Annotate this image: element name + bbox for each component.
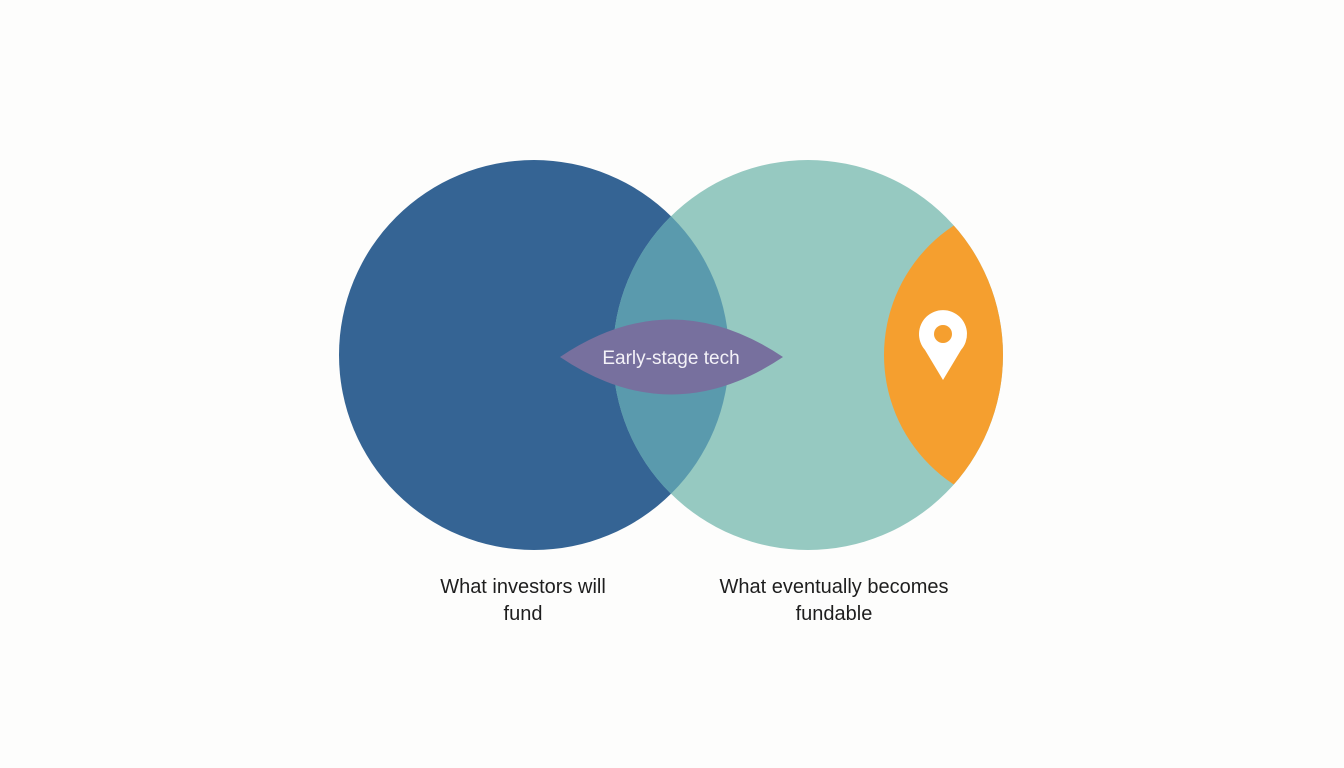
highlight-region bbox=[884, 200, 1003, 510]
set-label-investors: What investors will fund bbox=[408, 574, 638, 628]
map-pin-icon bbox=[918, 310, 967, 380]
circle-fundable bbox=[613, 160, 1003, 550]
set-label-fundable-line1: What eventually becomes bbox=[719, 576, 949, 598]
circle-investors bbox=[339, 160, 729, 550]
early-stage-badge bbox=[560, 319, 783, 395]
set-label-fundable-line2: fundable bbox=[795, 603, 873, 625]
set-label-investors-line2: fund bbox=[503, 603, 543, 625]
set-label-fundable: What eventually becomes fundable bbox=[684, 574, 984, 628]
early-stage-label: Early-stage tech bbox=[602, 348, 739, 369]
set-label-investors-line1: What investors will bbox=[440, 576, 606, 598]
